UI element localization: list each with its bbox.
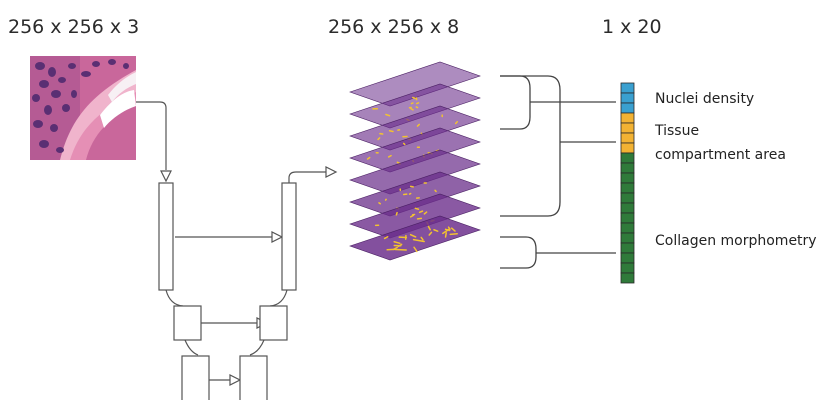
vector-cell-collagen (621, 173, 634, 183)
decoder-block-3 (240, 356, 267, 400)
vector-cell-tissue (621, 133, 634, 143)
input-tissue-image (30, 56, 136, 160)
feature-shape-title: 256 x 256 x 8 (328, 16, 459, 38)
feature-highlight (446, 233, 447, 237)
vector-cell-collagen (621, 253, 634, 263)
vector-cell-tissue (621, 113, 634, 123)
feature-highlight (404, 143, 405, 144)
feature-highlight (435, 190, 436, 191)
arrow-down-icon (161, 171, 171, 181)
feature-highlight (450, 234, 457, 235)
feature-highlight (413, 97, 415, 98)
bracket-collagen (500, 237, 536, 268)
nuclei-density-label: Nuclei density (655, 91, 754, 107)
input-shape-title: 256 x 256 x 3 (8, 16, 139, 38)
vector-cell-collagen (621, 273, 634, 283)
vector-cell-collagen (621, 213, 634, 223)
decoder-block-2 (260, 306, 287, 340)
vector-cell-collagen (621, 153, 634, 163)
tissue-label-line1: Tissue (654, 123, 699, 139)
mapping-brackets (500, 76, 616, 268)
feature-highlight (416, 107, 417, 108)
collagen-morphometry-label: Collagen morphometry (655, 233, 817, 249)
decoder-block-1 (282, 183, 296, 290)
feature-highlight (379, 203, 380, 204)
feature-map-stack (350, 62, 480, 260)
encoder-block-2 (174, 306, 201, 340)
feature-highlight (390, 131, 393, 132)
vector-cell-collagen (621, 263, 634, 273)
vector-cell-collagen (621, 203, 634, 213)
encoder-block-3 (182, 356, 209, 400)
feature-highlight (417, 103, 419, 104)
vector-cell-collagen (621, 223, 634, 233)
arrow-right-icon (230, 375, 240, 385)
feature-highlight (418, 218, 422, 219)
vector-cell-collagen (621, 183, 634, 193)
arrow-right-icon (326, 167, 336, 177)
tissue-label-line2: compartment area (655, 147, 786, 163)
network-blocks (159, 183, 296, 400)
feature-highlight (411, 103, 412, 104)
feature-highlight (396, 213, 397, 215)
vector-cell-collagen (621, 233, 634, 243)
arrow-right-icon (272, 232, 282, 242)
feature-highlight (410, 194, 411, 195)
vector-cell-tissue (621, 123, 634, 133)
feature-highlight (415, 208, 418, 209)
vector-cell-tissue (621, 143, 634, 153)
vector-cell-nuclei (621, 83, 634, 93)
vector-cell-collagen (621, 163, 634, 173)
feature-vector (621, 83, 634, 283)
vector-shape-title: 1 x 20 (602, 16, 662, 38)
vector-cell-collagen (621, 193, 634, 203)
vector-cell-nuclei (621, 103, 634, 113)
arrowheads (161, 167, 336, 385)
vector-cell-nuclei (621, 93, 634, 103)
vector-cell-collagen (621, 243, 634, 253)
encoder-block-1 (159, 183, 173, 290)
bracket-nuclei (500, 76, 530, 129)
